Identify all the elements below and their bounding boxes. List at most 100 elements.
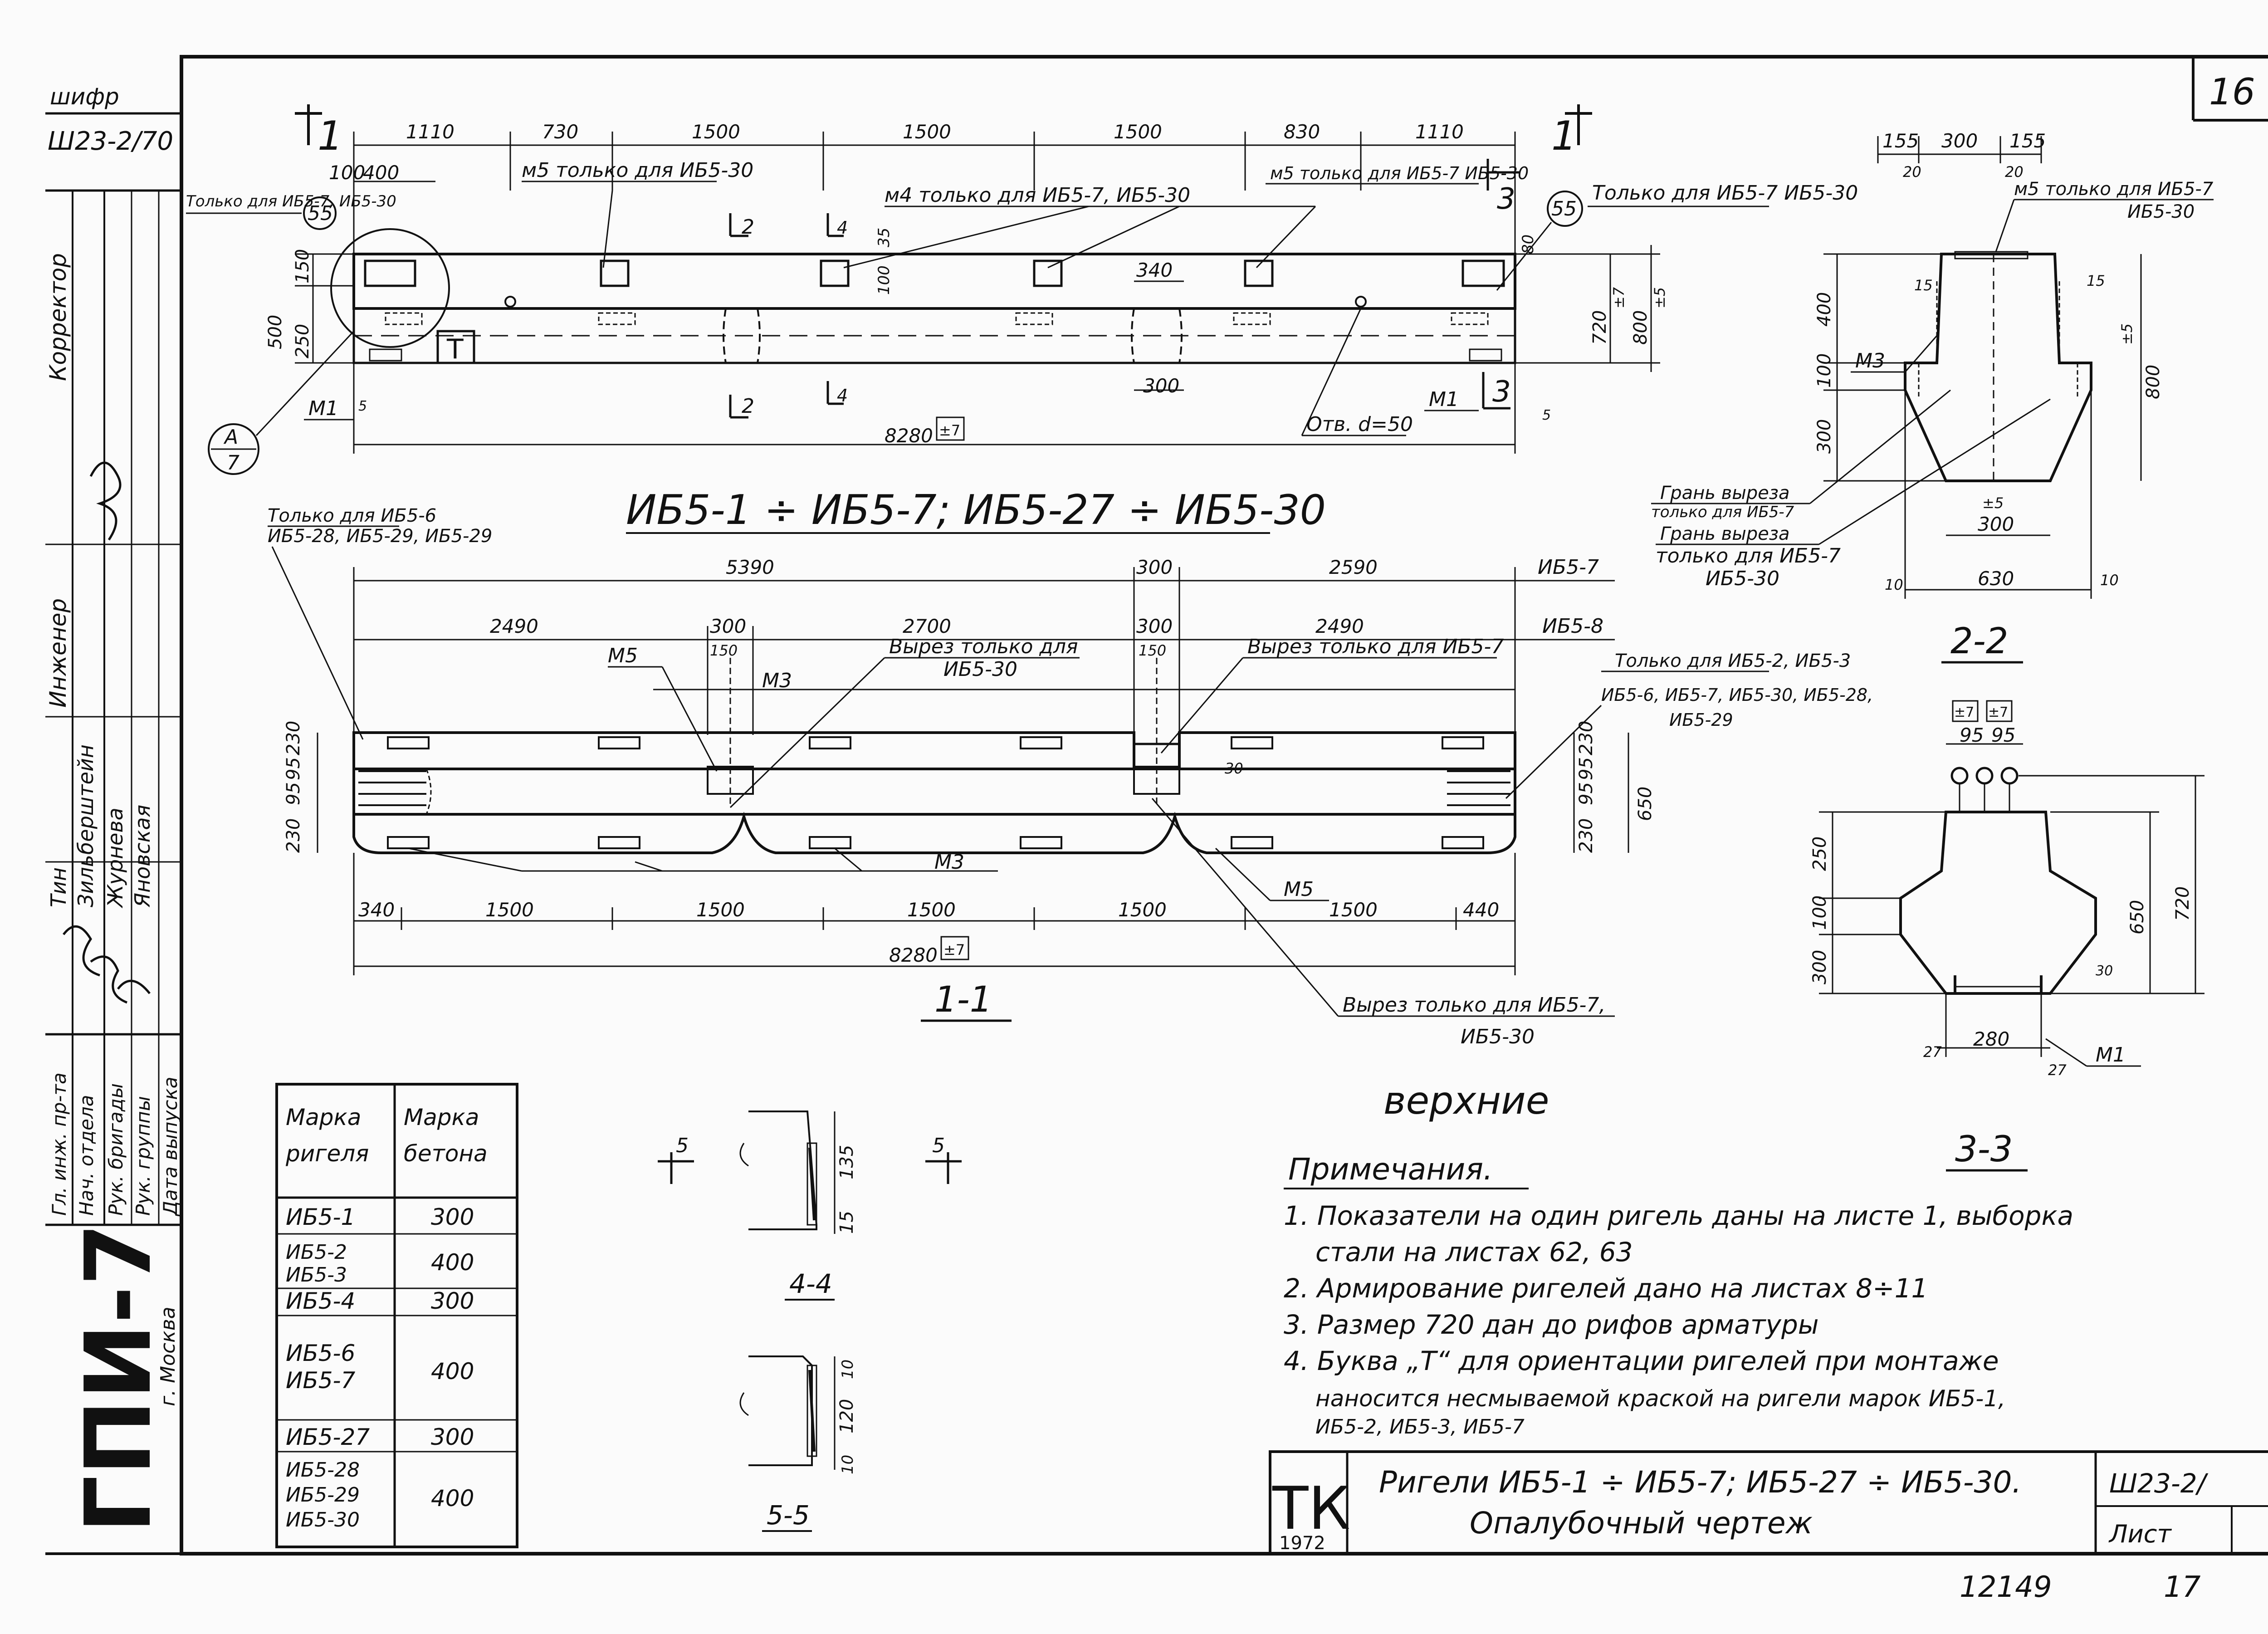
section-2-2: 155 300 155 20 20 м5 только для ИБ5-7 ИБ… — [1651, 130, 2214, 664]
title-block-sheet-label: Лист — [2108, 1520, 2172, 1548]
s22-edge2: Грань выреза — [1660, 523, 1790, 544]
title-block-line1: Ригели ИБ5-1 ÷ ИБ5-7; ИБ5-27 ÷ ИБ5-30. — [1379, 1465, 2022, 1500]
role-1: Гл. инж. пр-та — [48, 1072, 70, 1216]
s11-top2-dim-5: 2490 — [1315, 615, 1364, 637]
plan-inner-dim-100: 100 — [875, 265, 893, 295]
s11-label-cut3: Вырез только для ИБ5-7, — [1343, 993, 1605, 1017]
plan-overall-tol: ±7 — [939, 422, 960, 439]
s11-label-cut2: Вырез только для ИБ5-7 — [1247, 635, 1504, 658]
s11-bottom-dim-1: 340 — [358, 899, 395, 921]
s22-bottom-dim: 300 — [1978, 513, 2014, 535]
section-4-4: 5 5 135 15 4-4 — [658, 1111, 962, 1301]
section-3-3-title: 3-3 — [1955, 1129, 2013, 1170]
s22-left-dim-100: 100 — [1814, 353, 1835, 388]
table-row3-mark: ИБ5-4 — [286, 1288, 355, 1314]
table-row1-grade: 300 — [431, 1204, 474, 1230]
plan-small-dim-100: 100 — [329, 161, 365, 184]
bubble-A: А — [223, 426, 238, 449]
s22-top-dim-2: 300 — [1941, 130, 1978, 152]
s44-mark-left: 5 — [676, 1134, 689, 1157]
note-1b: стали на листах 62, 63 — [1315, 1237, 1633, 1267]
s33-bottom-dim-27b: 27 — [2048, 1062, 2067, 1079]
section-mark-3-top: 3 — [1497, 182, 1515, 216]
section-mark-1-left: 1 — [318, 113, 343, 159]
name-2: Зильберштейн — [73, 744, 98, 907]
s11-right-dim-1: 230 — [1576, 721, 1597, 755]
s33-m1: М1 — [2096, 1043, 2126, 1067]
plan-inner-dim-80: 80 — [1519, 235, 1537, 254]
s33-left-dim-250: 250 — [1809, 837, 1830, 871]
note-4c: ИБ5-2, ИБ5-3, ИБ5-7 — [1315, 1415, 1525, 1438]
s33-rebar-2 — [1975, 767, 1994, 785]
s22-m3: М3 — [1855, 349, 1885, 372]
table-row4-grade: 400 — [431, 1358, 474, 1384]
plan-inner-dim-5a: 5 — [358, 398, 367, 414]
s22-left-dim-300: 300 — [1814, 419, 1835, 454]
plan-top-dim-2: 730 — [542, 121, 578, 143]
s33-outline — [1899, 811, 2097, 995]
section-5-5-title: 5-5 — [767, 1500, 810, 1531]
plan-left-dim-250: 250 — [292, 324, 313, 358]
section-mark-2-bottom: 2 — [742, 395, 754, 418]
s11-bottom-dim-7: 440 — [1463, 899, 1499, 921]
main-title: ИБ5-1 ÷ ИБ5-7; ИБ5-27 ÷ ИБ5-30 — [626, 486, 1326, 534]
title-block-line2: Опалубочный чертеж — [1470, 1506, 1813, 1541]
s33-bottom-dim-27a: 27 — [1923, 1043, 1942, 1061]
s11-left-dim-2: 95 — [283, 757, 304, 780]
plan-small-dim-400: 400 — [363, 161, 399, 184]
label-only-for-left: Только для ИБ5-7, ИБ5-30 — [186, 192, 396, 210]
plan-left-dim-500: 500 — [265, 315, 286, 349]
s44-dim-135: 135 — [836, 1145, 857, 1179]
section-mark-3-bottom: 3 — [1492, 375, 1511, 409]
s55-dim-10b: 10 — [839, 1455, 857, 1474]
table-row5-mark: ИБ5-27 — [286, 1424, 370, 1450]
s11-top2-dim-4: 300 — [1136, 615, 1173, 637]
s11-right-end-hatch — [1447, 770, 1510, 806]
s22-m5-label: м5 только для ИБ5-7 — [2014, 179, 2214, 200]
s11-left-dim-3: 95 — [283, 782, 304, 805]
s33-tol-2: ±7 — [1988, 704, 2008, 720]
plan-inner-dim-340: 340 — [1136, 259, 1173, 281]
table-row4-mark1: ИБ5-6 — [286, 1340, 355, 1366]
s44-dim-15: 15 — [836, 1211, 857, 1234]
s33-left-dim-300: 300 — [1809, 950, 1830, 984]
s11-top1-dim-2: 300 — [1136, 556, 1173, 578]
note-1: 1. Показатели на один ригель даны на лис… — [1284, 1200, 2073, 1231]
cipher-label: шифр — [50, 83, 119, 110]
s11-left-end-hatch — [358, 768, 432, 815]
s33-small-30: 30 — [2096, 963, 2113, 979]
s22-right-dim: 800 — [2143, 365, 2164, 399]
s11-bottom-dim-6: 1500 — [1329, 899, 1378, 921]
s22-bottom-tol: ±5 — [1982, 494, 2004, 512]
s11-label-d30: 30 — [1225, 760, 1243, 777]
s11-bottom-dim-2: 1500 — [485, 899, 534, 921]
table-row3-grade: 300 — [431, 1288, 474, 1314]
s22-width: 630 — [1978, 567, 2014, 590]
s11-label-m5: М5 — [608, 644, 638, 667]
s33-top-dim-2: 95 — [1991, 724, 2015, 746]
s11-bottom-dim-3: 1500 — [696, 899, 745, 921]
plan-right-dim-720: 720 — [1589, 310, 1610, 345]
plan-overall-dim: 8280 — [885, 425, 933, 447]
plan-view: 1 1 1110 730 1500 1500 1500 830 1110 100… — [186, 104, 1858, 475]
table-row2-grade: 400 — [431, 1249, 474, 1276]
bubble-7: 7 — [227, 451, 240, 475]
s33-right-dim-650: 650 — [2127, 900, 2148, 934]
plan-top-dim-1: 1110 — [406, 121, 455, 143]
s22-small-10b: 10 — [2100, 572, 2119, 589]
s33-left-dim-100: 100 — [1809, 895, 1830, 930]
s22-edge2b: только для ИБ5-7 — [1656, 544, 1841, 567]
role-5: Дата выпуска — [159, 1076, 181, 1217]
sheet-number: 16 — [2209, 71, 2255, 113]
bubble-55-right: 55 — [1551, 197, 1577, 220]
label-only-left-1: Только для ИБ5-6 — [268, 505, 436, 526]
s11-right-dim-3: 95 — [1576, 782, 1597, 805]
plan-top-dim-4: 1500 — [903, 121, 951, 143]
name-4: Яновская — [130, 805, 155, 908]
section-2-2-title: 2-2 — [1950, 621, 2008, 662]
bottom-number-1: 12149 — [1960, 1570, 2052, 1604]
left-strip: шифр Ш23-2/70 Гл. инж. пр-та Нач. отдела… — [45, 83, 181, 1533]
bottom-number-2: 17 — [2164, 1570, 2201, 1604]
role-3: Рук. бригады — [105, 1083, 127, 1216]
